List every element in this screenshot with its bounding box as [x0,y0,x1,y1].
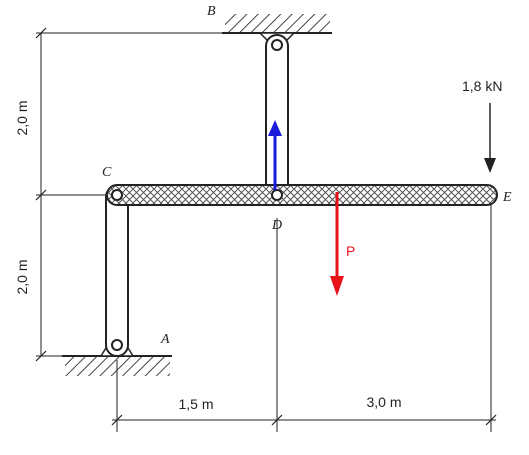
dim-label-bottom-vertical: 2,0 m [14,259,30,294]
load-label: 1,8 kN [462,78,502,94]
link-ac [105,185,129,357]
point-label-b: B [207,4,216,19]
force-p-label: P [346,243,355,259]
force-p-arrow [330,192,344,296]
horizontal-dimension [111,205,497,432]
point-label-e: E [502,190,512,205]
vertical-dimension [35,27,222,362]
link-bd [265,34,289,204]
reaction-arrow-d [268,120,282,190]
dim-label-de: 3,0 m [366,394,401,410]
point-label-c: C [102,165,112,180]
beam-ce [106,184,498,206]
dim-label-top-vertical: 2,0 m [14,100,30,135]
point-label-a: A [160,332,170,347]
dim-label-cd: 1,5 m [178,396,213,412]
load-arrow-e [484,103,496,173]
